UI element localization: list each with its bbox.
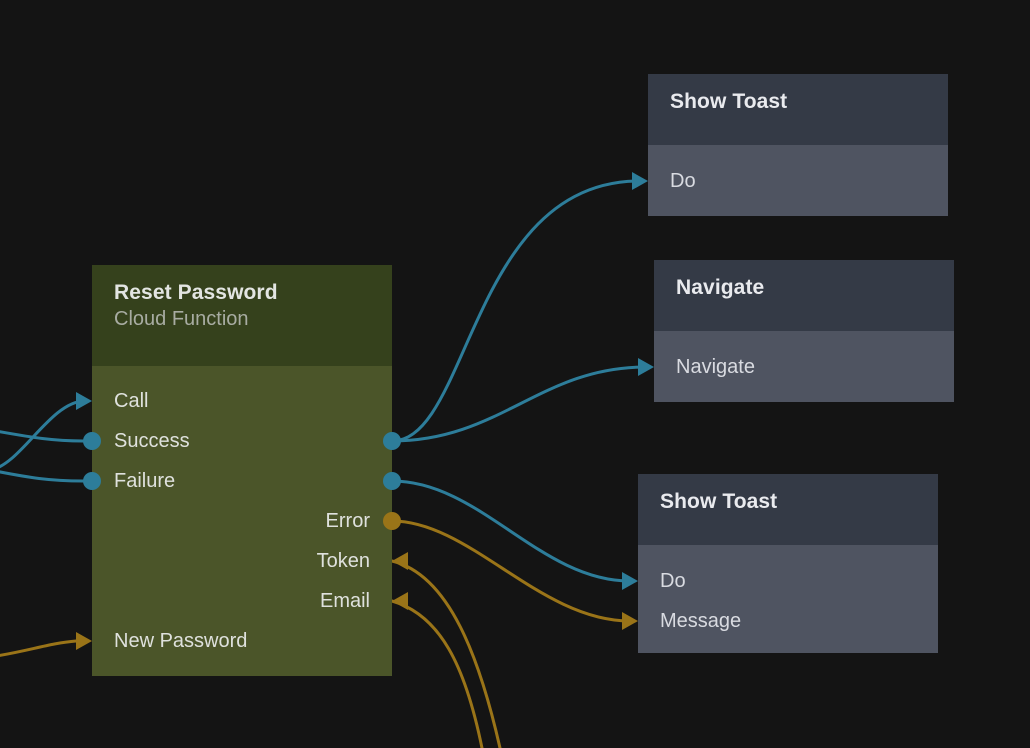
edge-failure-to-show-toast-do[interactable] <box>390 479 632 583</box>
output-port-row-token[interactable]: Token <box>92 541 408 581</box>
output-port-label: Error <box>325 510 370 532</box>
output-port-row-exec-1[interactable] <box>92 461 401 501</box>
port-arrow-exec[interactable] <box>632 172 648 190</box>
port-dot-exec[interactable] <box>383 472 401 490</box>
edge-success-in-left[interactable] <box>0 430 85 443</box>
input-port-label: Call <box>114 390 149 412</box>
input-port-row-failure[interactable]: Failure <box>83 461 392 501</box>
input-port-label: Do <box>660 570 686 592</box>
input-port-row-new-password[interactable]: New Password <box>76 621 392 661</box>
input-port-label: Message <box>660 610 742 632</box>
input-port-label: Success <box>114 430 190 452</box>
input-port-label: Failure <box>114 470 176 492</box>
node-subtitle: Cloud Function <box>114 308 249 330</box>
port-arrow-exec[interactable] <box>622 572 638 590</box>
node-title: Show Toast <box>670 90 788 113</box>
node-header-show-toast-top[interactable]: Show Toast <box>648 74 948 145</box>
output-port-row-exec-0[interactable] <box>92 421 401 461</box>
node-title: Show Toast <box>660 490 778 513</box>
edge-success-to-navigate[interactable] <box>390 365 648 443</box>
port-arrow-data[interactable] <box>76 632 92 650</box>
input-port-row-message[interactable]: Message <box>622 601 938 641</box>
edge-token-out-bottom[interactable] <box>390 559 502 748</box>
port-dot-exec[interactable] <box>383 432 401 450</box>
node-title: Reset Password <box>114 281 278 304</box>
input-port-row-do[interactable]: Do <box>622 561 938 601</box>
port-arrow-exec[interactable] <box>76 392 92 410</box>
port-arrow-exec[interactable] <box>638 358 654 376</box>
input-port-label: Navigate <box>676 356 755 378</box>
node-title: Navigate <box>676 276 765 299</box>
output-port-label: Token <box>316 550 370 572</box>
node-body-show-toast-top: Do <box>632 145 948 216</box>
output-port-row-error[interactable]: Error <box>92 501 401 541</box>
port-dot-exec[interactable] <box>83 472 101 490</box>
port-arrow-data[interactable] <box>392 552 408 570</box>
port-arrow-data[interactable] <box>392 592 408 610</box>
edge-error-to-show-toast-message[interactable] <box>390 519 632 623</box>
edge-call-in-left[interactable] <box>0 399 86 470</box>
input-port-row-success[interactable]: Success <box>83 421 392 461</box>
port-arrow-data[interactable] <box>622 612 638 630</box>
node-header-navigate[interactable]: Navigate <box>654 260 954 331</box>
port-dot-exec[interactable] <box>83 432 101 450</box>
edge-success-to-show-toast-do[interactable] <box>390 179 642 443</box>
output-port-row-email[interactable]: Email <box>92 581 408 621</box>
input-port-label: New Password <box>114 630 248 652</box>
node-body-navigate: Navigate <box>638 331 954 402</box>
output-port-label: Email <box>319 590 370 612</box>
input-port-row-do[interactable]: Do <box>632 161 948 201</box>
input-port-row-navigate[interactable]: Navigate <box>638 347 954 387</box>
edge-failure-in-left[interactable] <box>0 470 85 483</box>
input-port-row-call[interactable]: Call <box>76 381 392 421</box>
edge-new-password-in-left[interactable] <box>0 639 78 657</box>
port-dot-data[interactable] <box>383 512 401 530</box>
input-port-label: Do <box>670 170 696 192</box>
edge-email-out-bottom[interactable] <box>390 599 484 748</box>
node-header-show-toast-bottom[interactable]: Show Toast <box>638 474 938 545</box>
